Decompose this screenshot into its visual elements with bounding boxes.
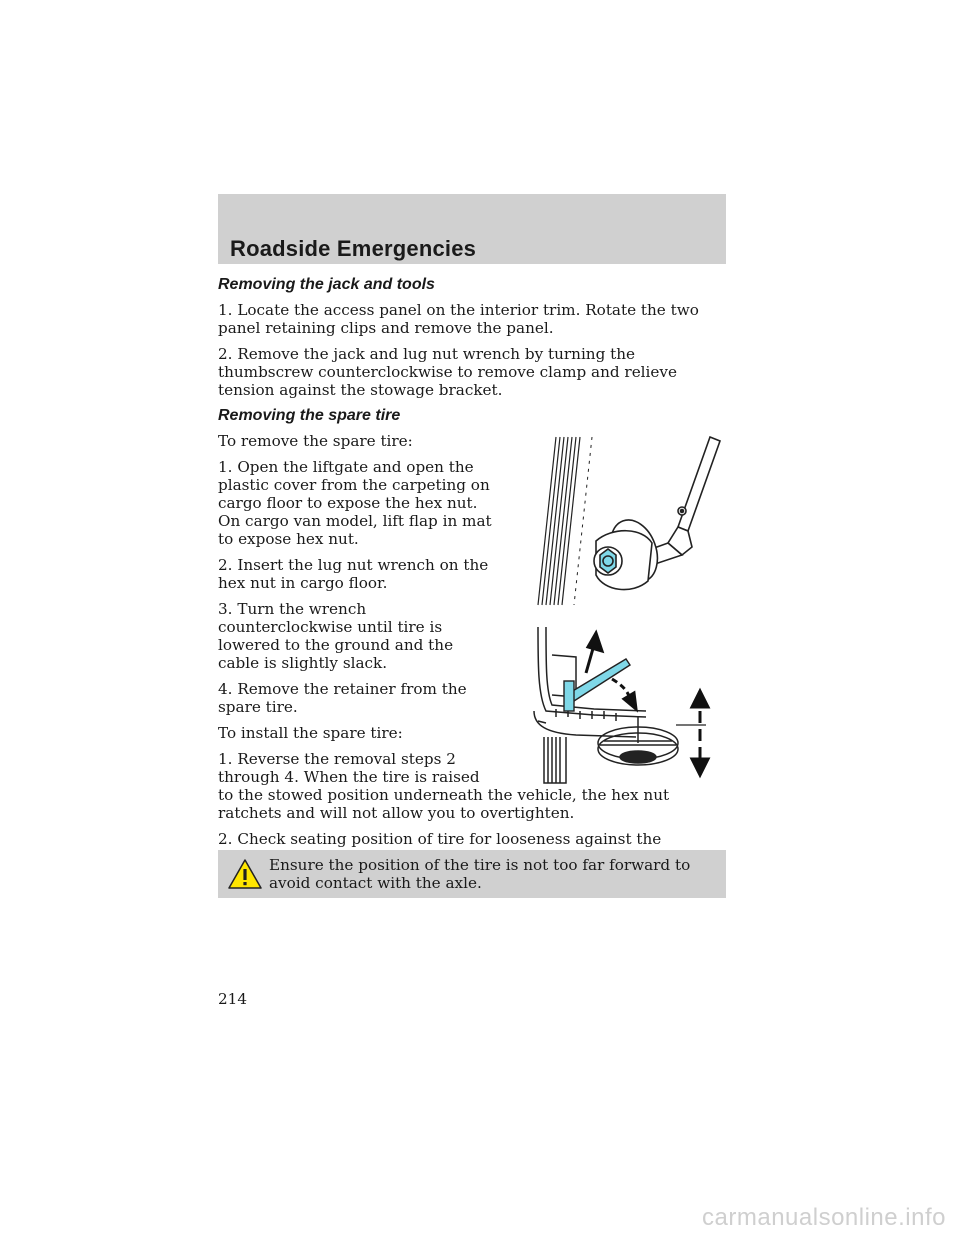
section-heading-spare: Removing the spare tire — [218, 407, 401, 424]
header-band: Roadside Emergencies — [218, 194, 726, 264]
page-number: 214 — [218, 990, 247, 1008]
warning-text: Ensure the position of the tire is not t… — [269, 856, 691, 892]
spare-install-step-1: 1. Reverse the removal steps 2 through 4… — [218, 750, 670, 822]
spare-remove-step-1: 1. Open the liftgate and open the plasti… — [218, 458, 492, 548]
spare-remove-step-4: 4. Remove the retainer from the spare ti… — [218, 680, 467, 716]
spare-remove-step-2: 2. Insert the lug nut wrench on the hex … — [218, 556, 489, 592]
main-content: Removing the jack and tools 1. Locate th… — [218, 276, 726, 874]
spare-install-intro: To install the spare tire: — [218, 724, 403, 742]
spare-tire-lowering-illustration — [516, 625, 726, 785]
warning-triangle-icon — [228, 859, 262, 889]
section-heading-jack: Removing the jack and tools — [218, 276, 435, 293]
spare-intro: To remove the spare tire: — [218, 432, 413, 450]
spare-remove-step-3: 3. Turn the wrench counterclockwise unti… — [218, 600, 454, 672]
wrench-on-hex-nut-illustration — [516, 435, 726, 607]
watermark: carmanualsonline.info — [702, 1204, 946, 1231]
jack-step-2: 2. Remove the jack and lug nut wrench by… — [218, 345, 677, 399]
jack-step-1: 1. Locate the access panel on the interi… — [218, 301, 699, 337]
warning-box: Ensure the position of the tire is not t… — [218, 850, 726, 898]
page-title: Roadside Emergencies — [230, 236, 477, 261]
